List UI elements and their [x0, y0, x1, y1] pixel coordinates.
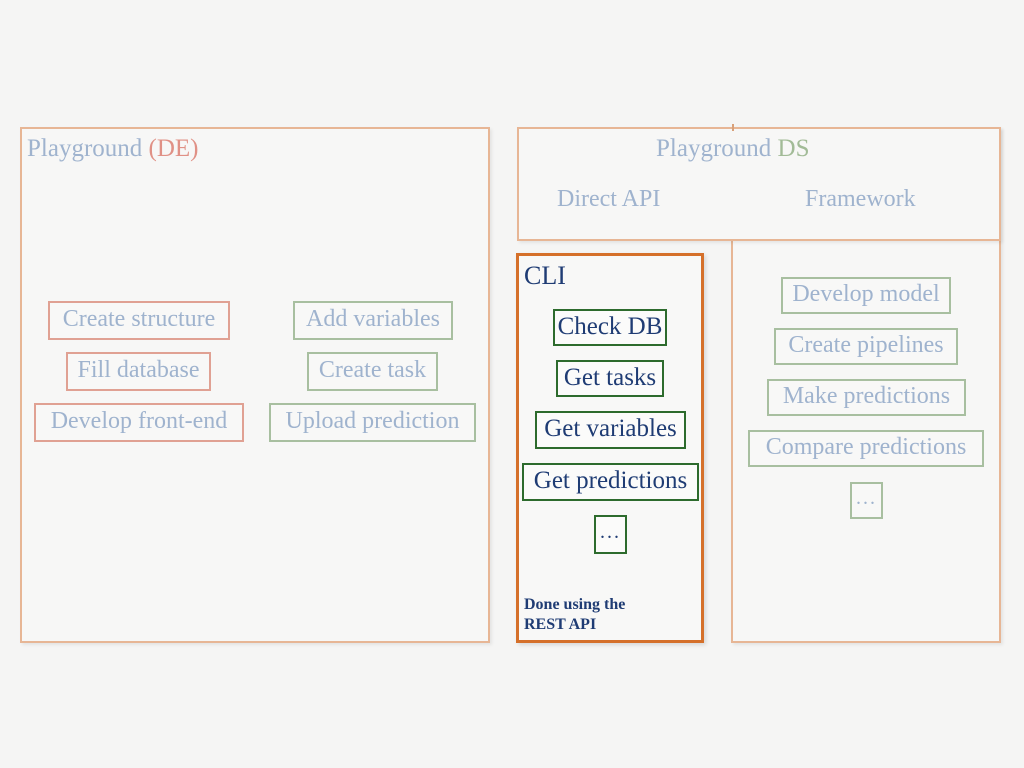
node-create-task[interactable]: Create task — [307, 352, 438, 391]
node-label: Upload prediction — [285, 408, 460, 434]
node-check-db[interactable]: Check DB — [553, 309, 667, 346]
node-label: Fill database — [77, 357, 200, 383]
node-label: Get variables — [544, 415, 677, 442]
ds-panel-top-tick — [732, 124, 734, 131]
playground-ds-title-main: Playground — [656, 135, 772, 162]
node-label: Compare predictions — [765, 434, 967, 460]
node-create-pipelines[interactable]: Create pipelines — [774, 328, 958, 365]
node-create-structure[interactable]: Create structure — [48, 301, 230, 340]
node-make-predictions[interactable]: Make predictions — [767, 379, 966, 416]
node-develop-model[interactable]: Develop model — [781, 277, 951, 314]
node-upload-prediction[interactable]: Upload prediction — [269, 403, 476, 442]
subhead-label: Framework — [805, 186, 916, 212]
node-fill-database[interactable]: Fill database — [66, 352, 211, 391]
node-add-variables[interactable]: Add variables — [293, 301, 453, 340]
node-label: Create pipelines — [788, 332, 944, 358]
subhead-direct-api: Direct API — [557, 187, 660, 211]
node-label: Create structure — [62, 306, 216, 332]
node-label: ... — [600, 520, 621, 543]
cli-footnote: Done using the REST API — [524, 596, 626, 634]
playground-de-title-main: Playground — [27, 135, 143, 162]
node-get-variables[interactable]: Get variables — [535, 411, 686, 449]
node-cli-more[interactable]: ... — [594, 515, 627, 554]
node-label: Check DB — [557, 312, 663, 340]
node-get-tasks[interactable]: Get tasks — [556, 360, 664, 397]
cli-title-label: CLI — [524, 261, 566, 290]
playground-de-title-suffix: (DE) — [148, 135, 199, 162]
subhead-label: Direct API — [557, 186, 661, 212]
node-label: Create task — [318, 357, 427, 383]
node-label: Get predictions — [533, 467, 688, 494]
playground-ds-title-suffix: DS — [777, 135, 810, 162]
node-develop-front-end[interactable]: Develop front-end — [34, 403, 244, 442]
cli-title: CLI — [524, 263, 566, 289]
node-compare-predictions[interactable]: Compare predictions — [748, 430, 984, 467]
node-framework-more[interactable]: ... — [850, 482, 883, 519]
node-label: Get tasks — [563, 363, 657, 391]
node-label: Develop front-end — [50, 408, 228, 434]
node-label: Develop model — [792, 281, 940, 307]
node-label: Add variables — [306, 306, 440, 332]
playground-de-title: Playground (DE) — [27, 136, 199, 161]
playground-ds-title: Playground DS — [656, 136, 810, 161]
node-get-predictions[interactable]: Get predictions — [522, 463, 699, 501]
node-label: ... — [856, 486, 877, 509]
subhead-framework: Framework — [805, 187, 916, 211]
node-label: Make predictions — [782, 383, 951, 409]
playground-ds-panel[interactable] — [517, 127, 1001, 241]
